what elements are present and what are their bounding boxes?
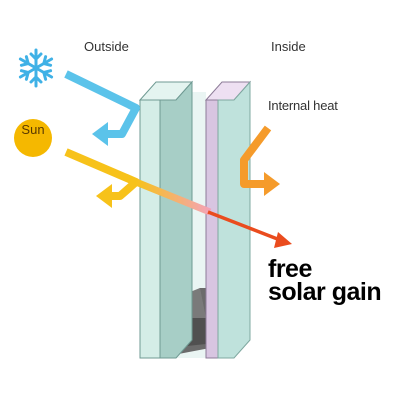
internal-heat-arrow — [240, 125, 280, 196]
sun-label: Sun — [21, 122, 45, 137]
solar-gain-label: solar gain — [268, 278, 382, 306]
inside-label: Inside — [271, 39, 306, 54]
cold-reflection-arrow — [64, 70, 140, 146]
sun-reflection-arrow — [64, 148, 140, 208]
free-label: free — [268, 255, 312, 283]
sun-transmission-ray — [134, 178, 212, 216]
outside-label: Outside — [84, 39, 129, 54]
internal-heat-label: Internal heat — [268, 98, 338, 113]
solar-gain-arrow — [207, 210, 292, 248]
snowflake-icon — [18, 48, 54, 88]
inner-glass-pane — [204, 80, 252, 359]
sun-icon — [14, 119, 52, 157]
outer-glass-pane — [138, 80, 194, 359]
